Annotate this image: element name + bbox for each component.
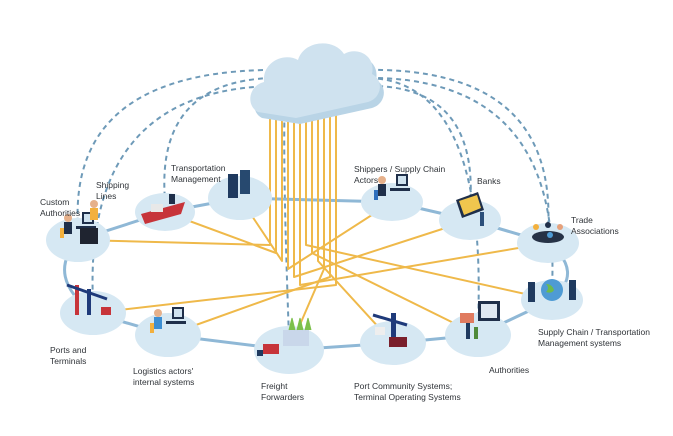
cloud-body <box>250 43 380 118</box>
node-disc <box>208 176 272 220</box>
truck-warehouse-icon <box>257 317 312 356</box>
data-connections <box>77 115 553 351</box>
data-link <box>239 115 283 262</box>
meeting-table-icon <box>532 222 564 243</box>
label-shipping-lines: Shipping Lines <box>96 180 130 201</box>
label-freight-forwarders: Freight Forwarders <box>261 381 304 402</box>
node-custom-authorities <box>46 200 110 262</box>
node-banks <box>439 192 501 240</box>
label-logistics-actors: Logistics actors' internal systems <box>133 366 195 387</box>
dashed-link <box>91 84 291 302</box>
data-link <box>305 115 553 301</box>
node-transportation-management <box>208 170 272 220</box>
laptop-finance-icon <box>456 192 484 226</box>
desk-worker-icon <box>374 174 410 200</box>
port-crane-icon <box>66 283 111 315</box>
label-shippers: Shippers / Supply Chain Actors <box>354 164 446 185</box>
dashed-link <box>359 76 480 324</box>
globe-servers-icon <box>528 279 576 302</box>
crane-container-icon <box>372 313 408 347</box>
cargo-ship-icon <box>141 194 185 224</box>
label-trade-associations: Trade Associations <box>571 215 619 236</box>
dashed-link <box>359 68 550 232</box>
dashed-link <box>76 68 291 229</box>
data-link <box>77 115 271 246</box>
node-authorities <box>445 301 511 357</box>
node-shipping-lines <box>135 193 195 231</box>
data-link <box>287 115 393 270</box>
data-link <box>92 115 337 314</box>
customs-office-icon <box>60 200 98 244</box>
label-transportation-management: Transportation Management <box>171 163 226 184</box>
cloud-icon <box>250 43 384 124</box>
label-port-community: Port Community Systems; Terminal Operati… <box>354 381 461 402</box>
node-disc <box>439 200 501 240</box>
node-freight-forwarders <box>254 317 324 374</box>
label-ports-terminals: Ports and Terminals <box>50 345 87 366</box>
node-shippers <box>361 174 423 221</box>
data-link <box>293 115 471 278</box>
node-ports-terminals <box>60 283 126 335</box>
nodes <box>46 170 583 374</box>
label-banks: Banks <box>477 176 501 186</box>
server-racks-icon <box>228 170 250 198</box>
node-port-community <box>360 313 426 365</box>
data-link <box>167 115 331 336</box>
node-trade-associations <box>517 222 579 263</box>
data-link <box>299 115 549 286</box>
node-scm-systems <box>521 279 583 320</box>
dashed-link <box>359 84 472 209</box>
label-custom-authorities: Custom Authorities <box>40 197 81 218</box>
government-screen-icon <box>460 301 500 339</box>
node-disc <box>60 291 126 335</box>
dashed-link <box>359 76 554 289</box>
office-worker-icon <box>150 307 186 333</box>
label-authorities: Authorities <box>489 365 530 375</box>
node-logistics-actors <box>135 307 201 357</box>
label-scm-systems: Supply Chain / Transportation Management… <box>538 327 650 348</box>
data-link <box>311 115 479 336</box>
node-disc <box>46 218 110 262</box>
node-disc <box>135 313 201 357</box>
dashed-link <box>163 76 291 201</box>
data-link <box>317 115 394 344</box>
